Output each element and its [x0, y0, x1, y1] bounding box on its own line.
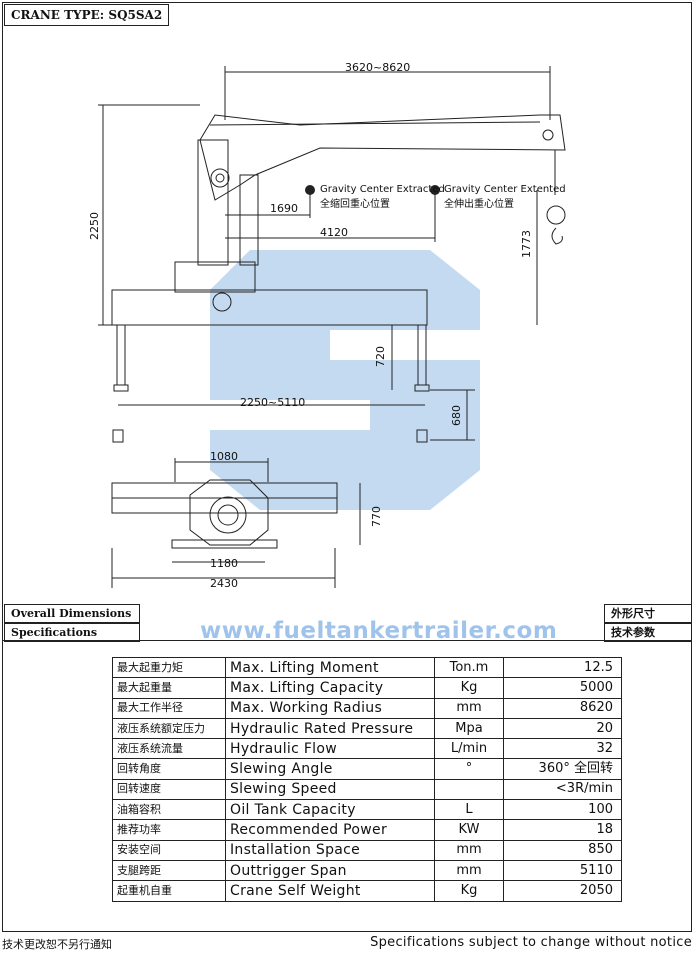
dim-gc-retracted: 1690	[270, 202, 298, 215]
dim-hook-height: 1773	[520, 230, 533, 258]
overall-dimensions-label: Overall Dimensions	[4, 604, 140, 623]
spec-value: 8620	[503, 697, 622, 719]
spec-unit: L/min	[434, 738, 504, 760]
crane-drawing	[98, 66, 566, 588]
specifications-label: Specifications	[4, 623, 140, 642]
spec-unit	[434, 778, 504, 801]
spec-cn: 回转角度	[112, 758, 226, 780]
spec-en: Outtrigger Span	[225, 859, 435, 882]
spec-value: 5110	[503, 859, 622, 882]
gc-extended-en: Gravity Center Extented	[444, 184, 566, 195]
spec-value: 360° 全回转	[503, 758, 622, 780]
spec-unit: Kg	[434, 677, 504, 699]
gc-extracted-cn: 全缩回重心位置	[320, 199, 390, 210]
spec-unit: Ton.m	[434, 656, 504, 679]
spec-unit: L	[434, 799, 504, 821]
spec-unit: Mpa	[434, 717, 504, 740]
spec-en: Installation Space	[225, 839, 435, 861]
spec-cn: 起重机自重	[112, 880, 226, 902]
spec-cn: 最大起重量	[112, 677, 226, 699]
spec-en: Max. Lifting Moment	[225, 656, 435, 679]
dim-gc-extended: 4120	[320, 226, 348, 239]
dim-height-total: 2250	[88, 212, 101, 240]
spec-cn: 安装空间	[112, 839, 226, 861]
spec-value: 18	[503, 819, 622, 841]
section-divider	[2, 640, 692, 641]
dim-base-depth: 770	[370, 506, 383, 527]
dim-outrigger-span: 2250~5110	[240, 396, 306, 409]
dim-base-bottom-width: 1180	[210, 557, 238, 570]
spec-cn: 最大起重力矩	[112, 656, 226, 679]
spec-en: Slewing Speed	[225, 778, 435, 801]
spec-cn: 回转速度	[112, 778, 226, 801]
gc-extended-cn: 全伸出重心位置	[444, 199, 514, 210]
spec-cn: 液压系统额定压力	[112, 717, 226, 740]
spec-en: Recommended Power	[225, 819, 435, 841]
footer-note-en: Specifications subject to change without…	[370, 935, 692, 950]
spec-value: 100	[503, 799, 622, 821]
spec-cn: 最大工作半径	[112, 697, 226, 719]
crane-type-label: CRANE TYPE: SQ5SA2	[4, 4, 170, 26]
spec-value: 12.5	[503, 656, 622, 679]
overall-dimensions-cn-label: 外形尺寸	[604, 604, 692, 623]
gc-extracted-en: Gravity Center Extracted	[320, 184, 445, 195]
spec-cn: 液压系统流量	[112, 738, 226, 760]
spec-unit: mm	[434, 697, 504, 719]
dim-boom-reach: 3620~8620	[345, 61, 411, 74]
spec-unit: Kg	[434, 880, 504, 902]
spec-en: Max. Lifting Capacity	[225, 677, 435, 699]
spec-value: <3R/min	[503, 778, 622, 801]
spec-unit: mm	[434, 839, 504, 861]
spec-value: 5000	[503, 677, 622, 699]
drawing-frame	[2, 2, 692, 932]
spec-en: Slewing Angle	[225, 758, 435, 780]
spec-cn: 油箱容积	[112, 799, 226, 821]
spec-unit: mm	[434, 859, 504, 882]
spec-value: 20	[503, 717, 622, 740]
spec-cn: 推荐功率	[112, 819, 226, 841]
spec-en: Hydraulic Rated Pressure	[225, 717, 435, 740]
specifications-cn-label: 技术参数	[604, 623, 692, 642]
dim-base-top-width: 1080	[210, 450, 238, 463]
spec-en: Oil Tank Capacity	[225, 799, 435, 821]
footer-note-cn: 技术更改恕不另行通知	[2, 938, 112, 951]
spec-value: 32	[503, 738, 622, 760]
logo-watermark	[210, 250, 480, 510]
website-watermark: www.fueltankertrailer.com	[200, 618, 558, 644]
spec-unit: °	[434, 758, 504, 780]
spec-en: Hydraulic Flow	[225, 738, 435, 760]
dim-base-total-width: 2430	[210, 577, 238, 590]
dim-outrigger-foot: 680	[450, 405, 463, 426]
spec-cn: 支腿跨距	[112, 859, 226, 882]
spec-en: Crane Self Weight	[225, 880, 435, 902]
spec-value: 2050	[503, 880, 622, 902]
spec-unit: KW	[434, 819, 504, 841]
spec-value: 850	[503, 839, 622, 861]
dim-outrigger-drop: 720	[374, 346, 387, 367]
spec-en: Max. Working Radius	[225, 697, 435, 719]
